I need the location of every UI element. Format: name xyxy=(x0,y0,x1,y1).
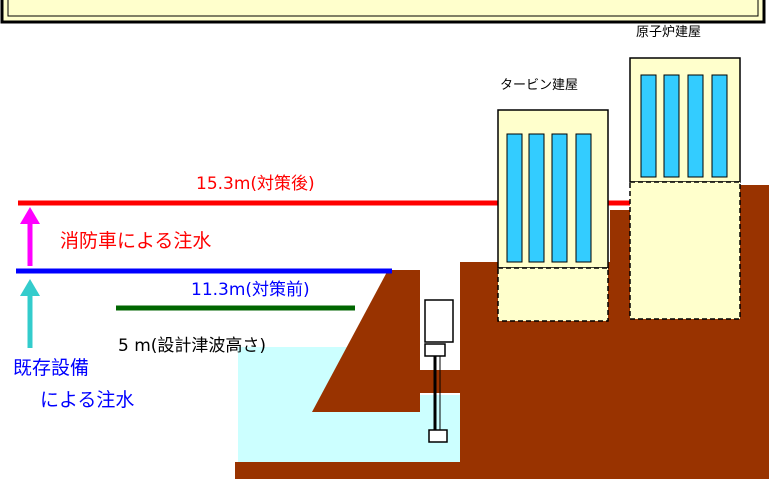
seawall xyxy=(312,270,420,412)
existing-label-line2: による注水 xyxy=(40,389,135,411)
pump-base xyxy=(424,343,446,357)
turbine-basement xyxy=(497,267,609,322)
arrow-fire-head xyxy=(20,207,40,224)
fire-truck-label: 消防車による注水 xyxy=(60,230,212,252)
top-banner xyxy=(0,0,766,24)
reactor-building-label: 原子炉建屋 xyxy=(636,25,702,40)
pump-motor xyxy=(424,299,454,343)
level-label-high: 15.3m(対策後) xyxy=(196,174,315,194)
turbine-building-label: タービン建屋 xyxy=(500,78,579,93)
pump-intake xyxy=(428,429,448,443)
level-label-mid: 11.3m(対策前) xyxy=(191,280,310,300)
existing-label-line1: 既存設備 xyxy=(13,357,90,379)
turbine-window xyxy=(551,133,568,263)
reactor-window xyxy=(663,74,680,178)
turbine-window xyxy=(506,133,523,263)
reactor-window xyxy=(711,74,728,178)
turbine-window xyxy=(575,133,592,263)
top-banner-inner xyxy=(7,0,759,17)
level-label-design: 5 m(設計津波高さ) xyxy=(118,336,267,356)
arrow-existing-head xyxy=(20,279,40,296)
reactor-basement xyxy=(629,181,741,320)
reactor-window xyxy=(687,74,704,178)
reactor-window xyxy=(640,74,657,178)
turbine-window xyxy=(528,133,545,263)
